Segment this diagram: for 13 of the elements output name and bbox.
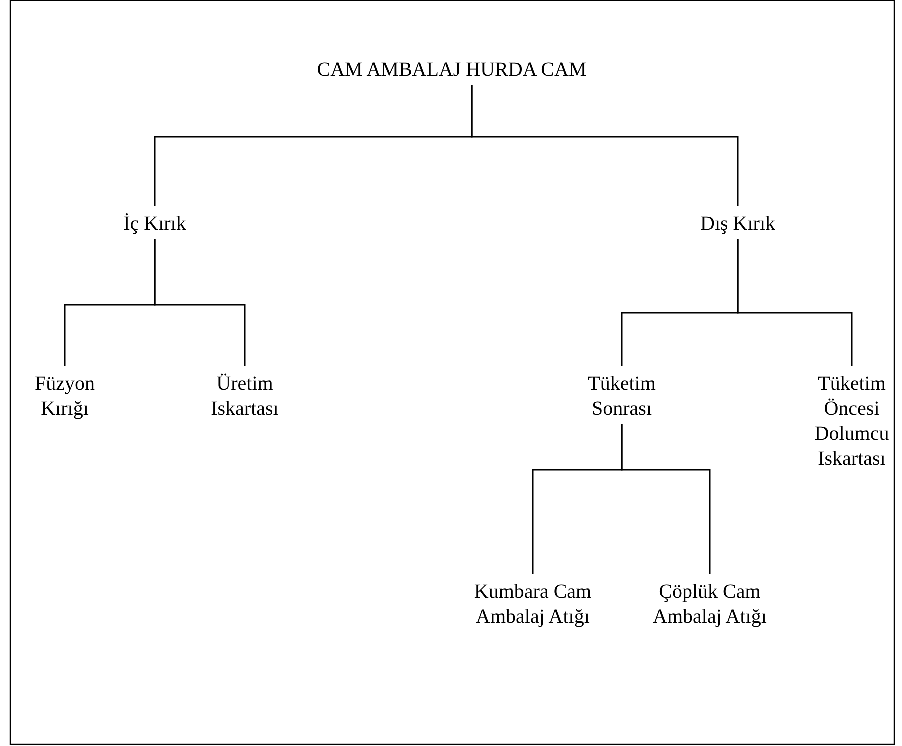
node-label: Füzyon Kırığı <box>34 372 96 422</box>
connector-line <box>471 85 739 206</box>
node-label: Çöplük Cam Ambalaj Atığı <box>652 580 768 630</box>
node-label: CAM AMBALAJ HURDA CAM <box>316 58 588 83</box>
connector-line <box>621 424 711 574</box>
node-label: Dış Kırık <box>700 212 776 237</box>
node-label: İç Kırık <box>122 212 188 237</box>
node-label: Tüketim Sonrası <box>587 372 657 422</box>
node-label: Tüketim Öncesi Dolumcu Iskartası <box>814 372 890 472</box>
node-label: Üretim Iskartası <box>210 372 280 422</box>
node-label: Kumbara Cam Ambalaj Atığı <box>473 580 593 630</box>
connector-line <box>737 239 853 366</box>
connector-line <box>154 239 246 366</box>
